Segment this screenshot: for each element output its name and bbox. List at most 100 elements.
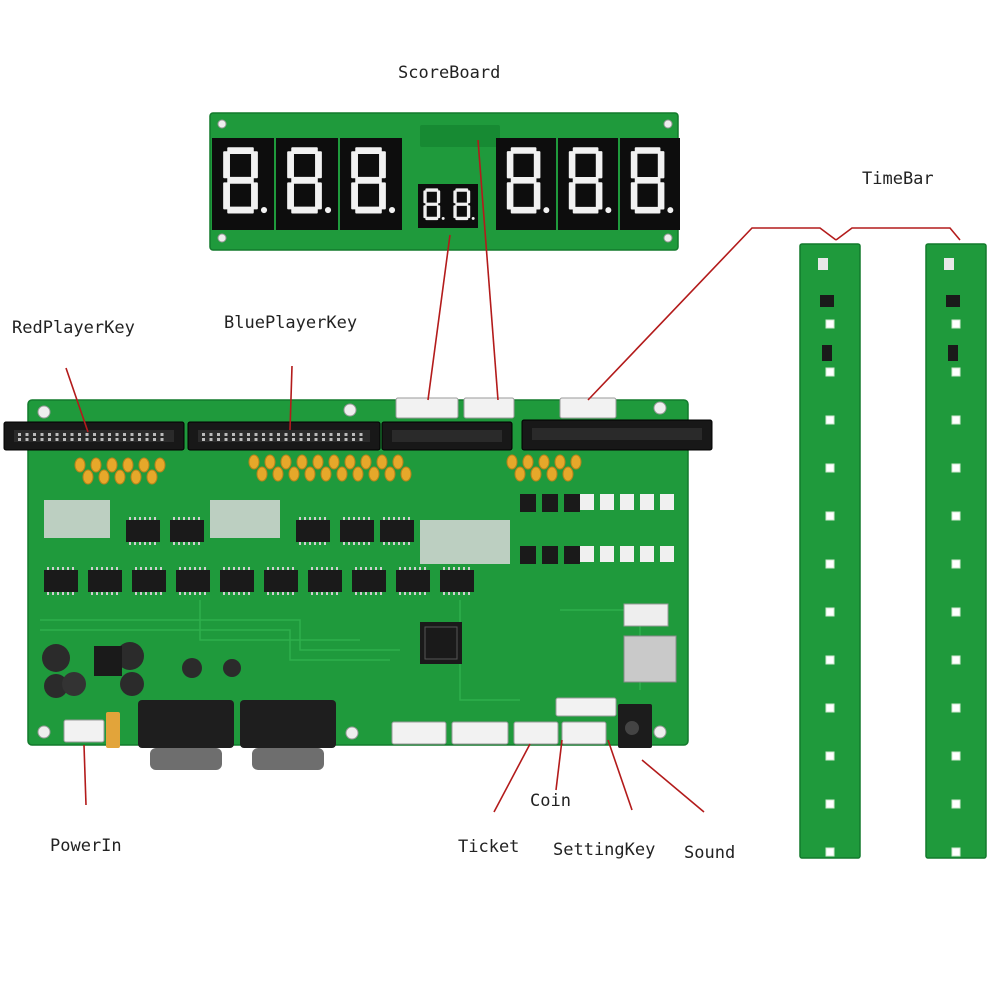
coin-header (513, 721, 559, 745)
ic-chip (176, 570, 210, 592)
capacitor (562, 466, 574, 482)
timebar-leds-right (951, 319, 961, 857)
timebar-led (825, 511, 835, 521)
ic-chip (296, 520, 330, 542)
ic-chip (308, 570, 342, 592)
timebar-led (825, 607, 835, 617)
capacitor (304, 466, 316, 482)
timebar-led (951, 655, 961, 665)
idc-connector-blue (187, 421, 381, 451)
mosfet (520, 494, 536, 512)
capacitor (98, 469, 110, 485)
ic-chip (340, 520, 374, 542)
capacitor (352, 466, 364, 482)
ic-chip (44, 570, 78, 592)
timebar-led (825, 319, 835, 329)
score-digit-right (558, 138, 618, 230)
ic-chip (352, 570, 386, 592)
timebar-leds-left (825, 319, 835, 857)
timebar-led (951, 799, 961, 809)
ic-chip (264, 570, 298, 592)
scoreboard-header-2 (463, 397, 515, 419)
capacitor (400, 466, 412, 482)
label-power-in: PowerIn (50, 836, 122, 856)
timebar-led (825, 703, 835, 713)
db9-connector-2 (240, 700, 336, 770)
timebar-header (559, 397, 617, 419)
ic-chip (396, 570, 430, 592)
idc-connector-mid (381, 421, 513, 451)
capacitor (384, 466, 396, 482)
timebar-led (951, 751, 961, 761)
ic-chip (220, 570, 254, 592)
capacitor (256, 466, 268, 482)
scoreboard-header-1 (395, 397, 459, 419)
main-board (3, 397, 713, 770)
capacitor (376, 454, 388, 470)
capacitor (360, 454, 372, 470)
capacitor (248, 454, 260, 470)
timebar-led (951, 319, 961, 329)
label-timebar: TimeBar (862, 169, 934, 189)
microcontroller (420, 622, 462, 664)
timebar-led (825, 847, 835, 857)
scoreboard-board (209, 112, 680, 251)
capacitor (522, 454, 534, 470)
capacitor (530, 466, 542, 482)
db9-connector-1 (138, 700, 234, 770)
capacitor (506, 454, 518, 470)
timebar-led (825, 559, 835, 569)
smd-component (640, 494, 654, 510)
capacitor (280, 454, 292, 470)
smd-component (600, 546, 614, 562)
timebar-strip-left (799, 243, 861, 859)
smd-component (640, 546, 654, 562)
mosfet-array (520, 494, 674, 564)
score-digit-left (276, 138, 338, 230)
ic-chip (88, 570, 122, 592)
idc-connector-right (521, 419, 713, 451)
score-digit-left (212, 138, 274, 230)
label-sound: Sound (684, 843, 735, 863)
timebar-led (825, 655, 835, 665)
mosfet (564, 494, 580, 512)
scoreboard-digits (212, 138, 680, 230)
capacitor (272, 466, 284, 482)
smd-component (660, 494, 674, 510)
capacitor (538, 454, 550, 470)
timebar-led (951, 559, 961, 569)
label-coin: Coin (530, 791, 571, 811)
capacitor (146, 469, 158, 485)
timebar-led (825, 367, 835, 377)
smd-component (600, 494, 614, 510)
smd-component (620, 494, 634, 510)
smd-component (660, 546, 674, 562)
capacitor (368, 466, 380, 482)
timebar-led (951, 367, 961, 377)
wireless-module (623, 635, 677, 683)
ic-chip (126, 520, 160, 542)
capacitor (546, 466, 558, 482)
capacitor (296, 454, 308, 470)
capacitor (82, 469, 94, 485)
capacitor (122, 457, 134, 473)
timebar-led (951, 703, 961, 713)
capacitor (74, 457, 86, 473)
timebar-led (825, 799, 835, 809)
timebar-led (825, 751, 835, 761)
capacitor (106, 457, 118, 473)
leader-lines (65, 139, 961, 813)
electrolytic-capacitor (42, 644, 70, 672)
capacitor (288, 466, 300, 482)
timebar-led (951, 511, 961, 521)
capacitor (114, 469, 126, 485)
label-blue-player-key: BluePlayerKey (224, 313, 357, 333)
capacitor (570, 454, 582, 470)
capacitor (344, 454, 356, 470)
timebar-led (951, 463, 961, 473)
power-in-header (63, 719, 105, 743)
label-red-player-key: RedPlayerKey (12, 318, 135, 338)
capacitor (154, 457, 166, 473)
score-digit-right (496, 138, 556, 230)
